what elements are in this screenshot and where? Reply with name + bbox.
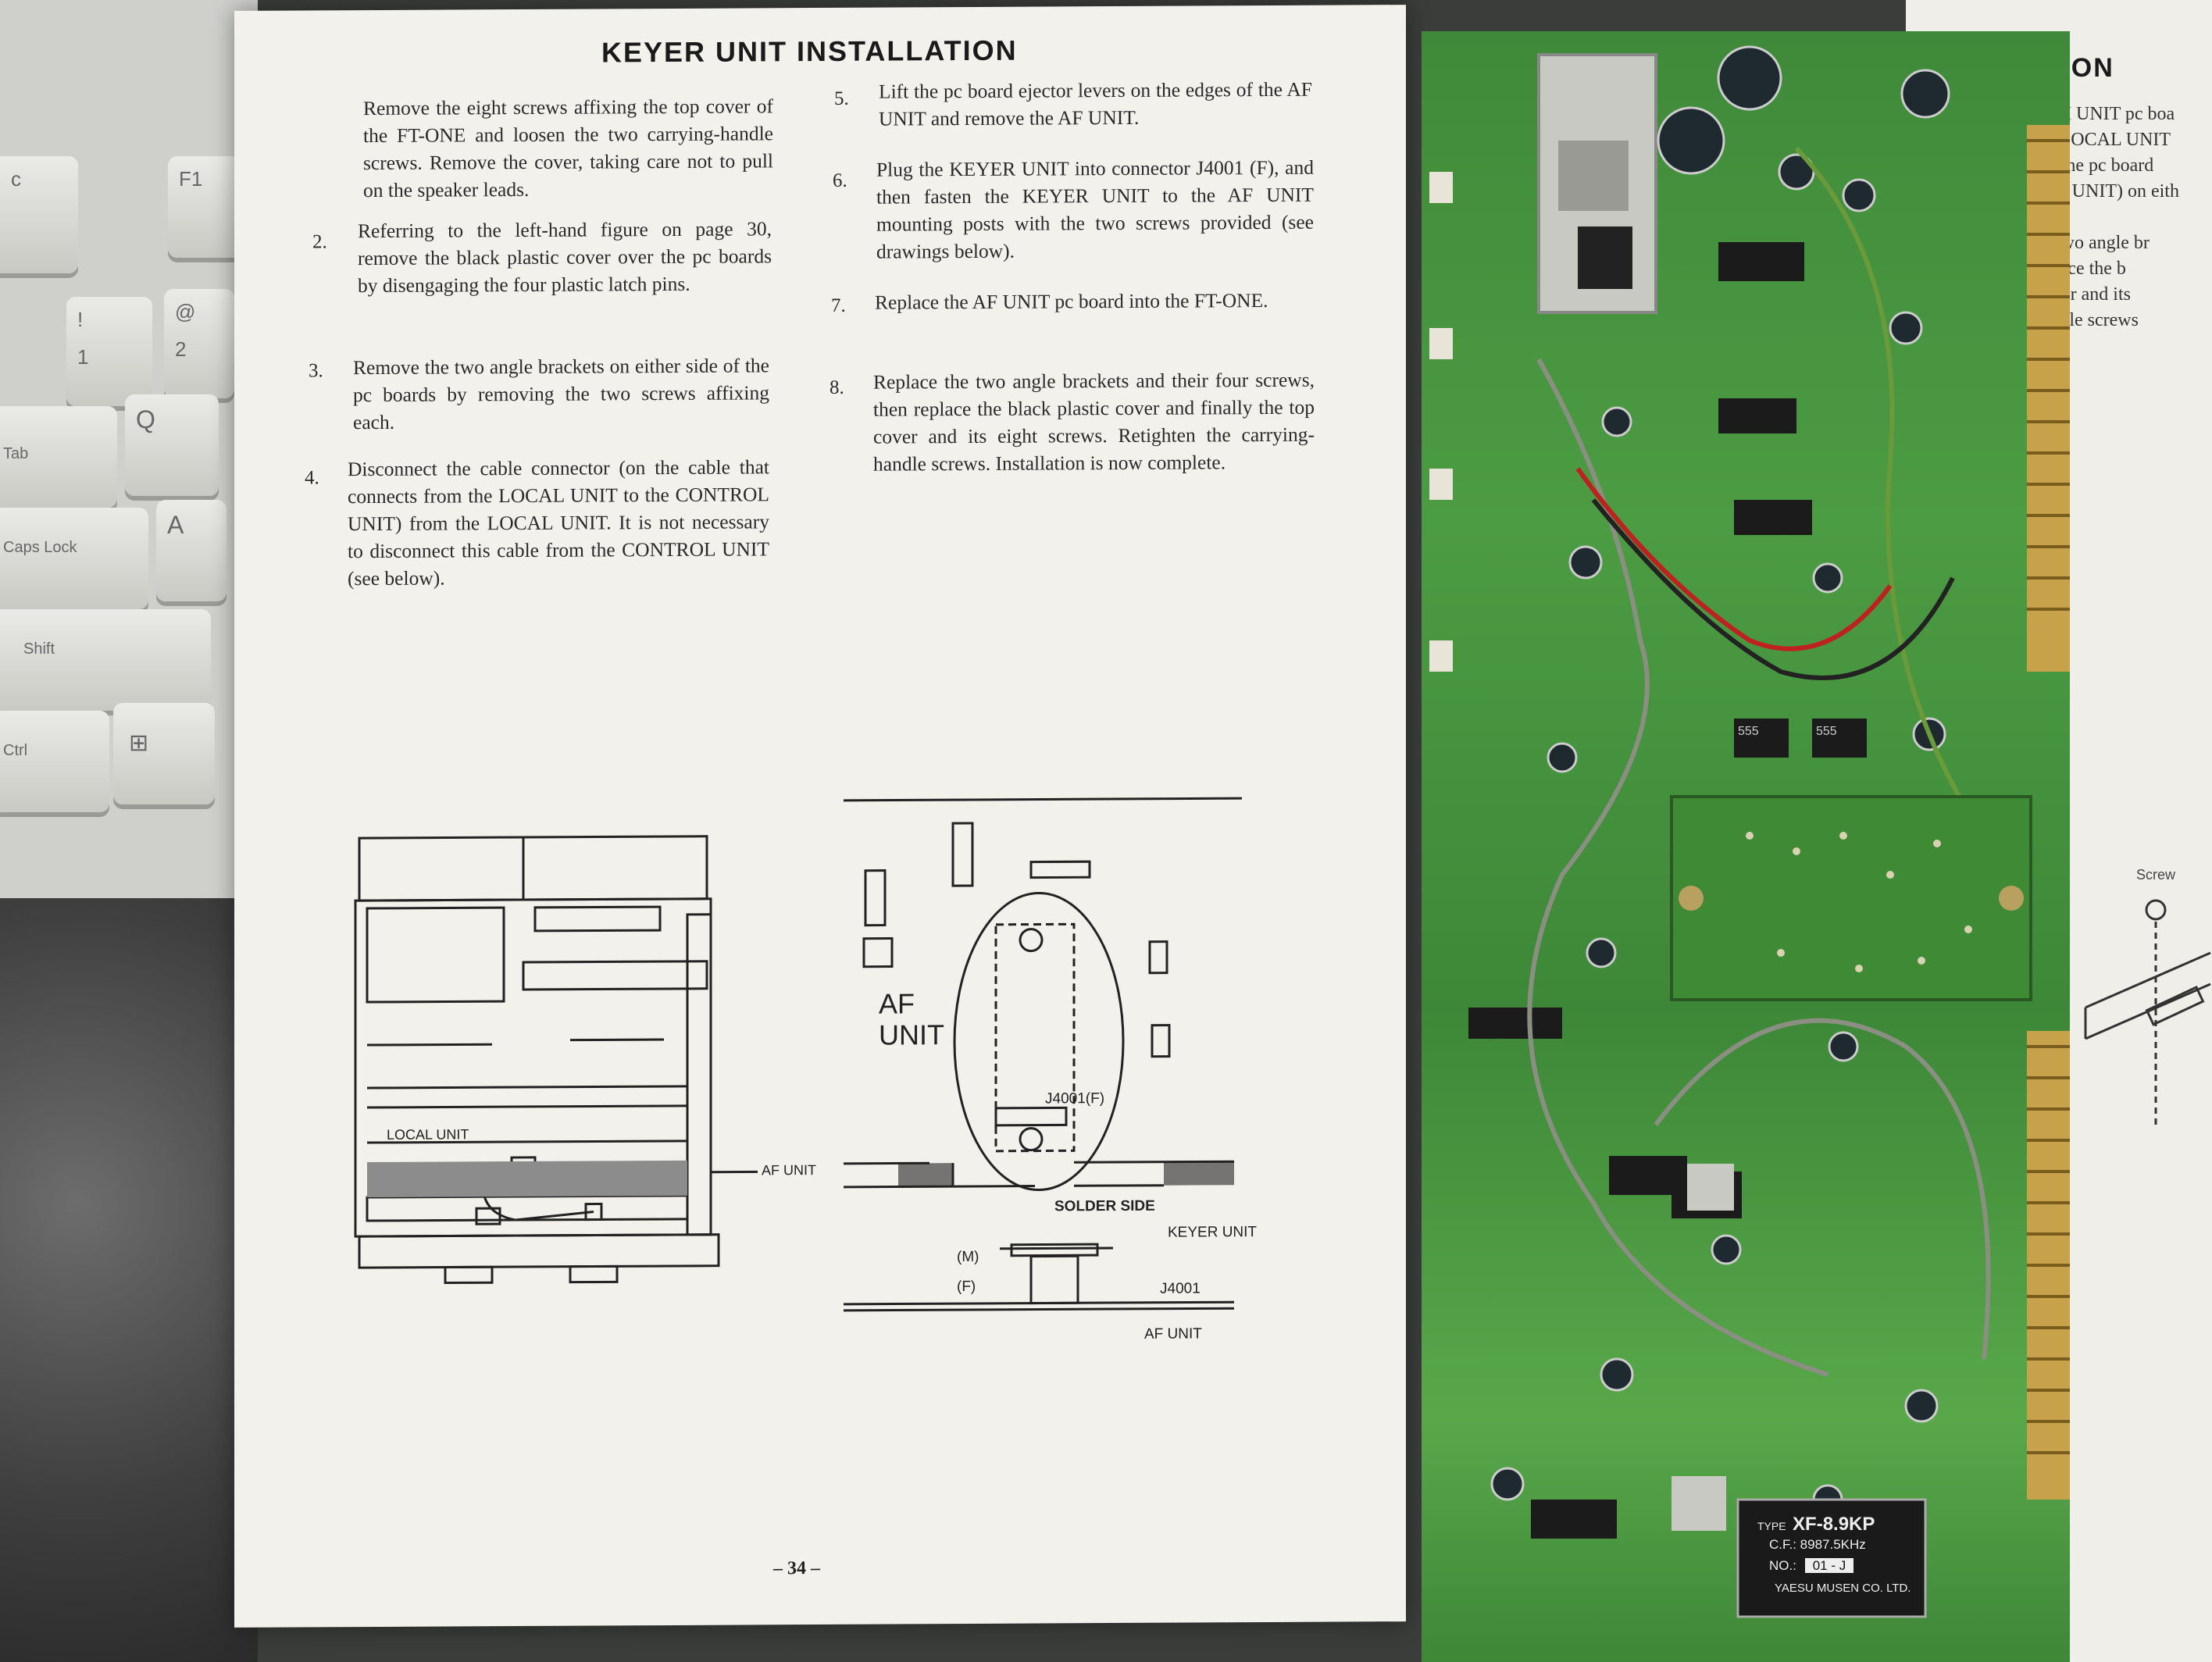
manual-page: KEYER UNIT INSTALLATION Remove the eight… bbox=[234, 5, 1406, 1628]
key-1: !1 bbox=[66, 297, 152, 406]
step-2-number: 2. bbox=[312, 231, 327, 253]
step-8-number: 8. bbox=[830, 376, 844, 398]
step-8-text: Replace the two angle brackets and their… bbox=[873, 368, 1315, 476]
ic-label-555-b: 555 bbox=[1816, 725, 1837, 738]
af-unit-label: AF UNIT bbox=[762, 1162, 816, 1179]
step-3-text: Remove the two angle brackets on either … bbox=[353, 354, 769, 434]
af-unit-pcb: 555 555 TYPE XF-8.9KP C.F.: 8987.5KHz NO… bbox=[1422, 31, 2070, 1662]
page-title: KEYER UNIT INSTALLATION bbox=[601, 34, 1018, 69]
key-c: c bbox=[0, 156, 78, 273]
chassis-diagram bbox=[354, 835, 758, 1285]
step-7-number: 7. bbox=[831, 294, 846, 316]
key-shift: Shift bbox=[0, 609, 211, 711]
af-unit-bottom-label: AF UNIT bbox=[1144, 1325, 1202, 1343]
step-5-number: 5. bbox=[834, 87, 849, 109]
keyer-mounting-diagram bbox=[844, 797, 1242, 1312]
key-f1: F1 bbox=[168, 156, 242, 258]
step-6-text: Plug the KEYER UNIT into connector J4001… bbox=[876, 155, 1314, 263]
key-windows: ⊞ bbox=[113, 703, 215, 804]
keyer-unit-label: KEYER UNIT bbox=[1168, 1224, 1258, 1241]
connector-label: J4001(F) bbox=[1045, 1090, 1105, 1107]
key-caps-lock: Caps Lock bbox=[0, 508, 148, 609]
f-label: (F) bbox=[957, 1278, 976, 1296]
windows-icon: ⊞ bbox=[129, 730, 149, 756]
step-4-number: 4. bbox=[305, 467, 319, 489]
step-3-number: 3. bbox=[309, 360, 323, 382]
filter-no-line: NO.: 01 - J bbox=[1769, 1558, 1854, 1574]
af-unit-big-label-2: UNIT bbox=[879, 1018, 944, 1051]
key-q: Q bbox=[125, 394, 219, 496]
step-7-text: Replace the AF UNIT pc board into the FT… bbox=[875, 288, 1268, 314]
step-6-number: 6. bbox=[833, 169, 847, 191]
filter-type-line: TYPE XF-8.9KP bbox=[1757, 1514, 1875, 1535]
filter-maker: YAESU MUSEN CO. LTD. bbox=[1775, 1582, 1911, 1595]
key-a: A bbox=[156, 500, 227, 601]
step-1-text: Remove the eight screws affixing the top… bbox=[363, 95, 773, 202]
local-unit-label: LOCAL UNIT bbox=[387, 1126, 469, 1143]
keyboard: c F1 @2 !1 Q Tab A Caps Lock Shift Ctrl … bbox=[0, 0, 258, 898]
page-number: – 34 – bbox=[773, 1558, 820, 1579]
granite-surface bbox=[0, 898, 258, 1662]
key-ctrl: Ctrl bbox=[0, 711, 109, 812]
screw-diagram bbox=[2084, 899, 2211, 1125]
m-label: (M) bbox=[957, 1248, 979, 1266]
step-4-text: Disconnect the cable connector (on the c… bbox=[348, 455, 769, 590]
key-tab: Tab bbox=[0, 406, 117, 508]
solder-side-label: SOLDER SIDE bbox=[1054, 1197, 1155, 1215]
af-unit-big-label-1: AF bbox=[879, 987, 915, 1020]
step-2-text: Referring to the left-hand figure on pag… bbox=[358, 217, 772, 298]
screw-label: Screw bbox=[2136, 867, 2176, 883]
j4001-label: J4001 bbox=[1160, 1280, 1201, 1297]
filter-cf: C.F.: 8987.5KHz bbox=[1769, 1537, 1866, 1552]
pcb-components bbox=[1429, 45, 2070, 1618]
ic-label-555-a: 555 bbox=[1738, 725, 1759, 738]
key-2: @2 bbox=[164, 289, 234, 398]
step-5-text: Lift the pc board ejector levers on the … bbox=[879, 77, 1312, 130]
